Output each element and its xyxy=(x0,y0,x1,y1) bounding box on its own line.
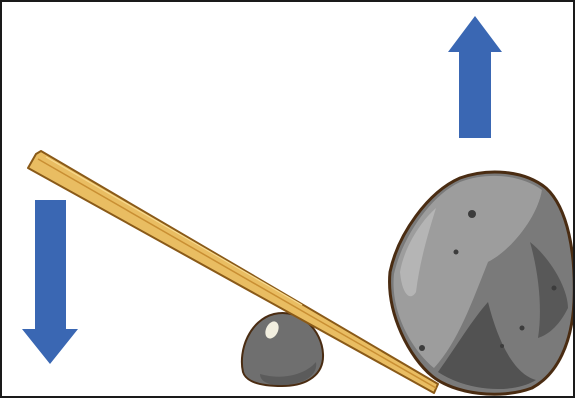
effort-arrow-down-icon xyxy=(22,200,78,364)
load-arrow-up-icon xyxy=(448,16,502,138)
boulder-load xyxy=(390,172,575,394)
lever-plank xyxy=(28,151,438,393)
